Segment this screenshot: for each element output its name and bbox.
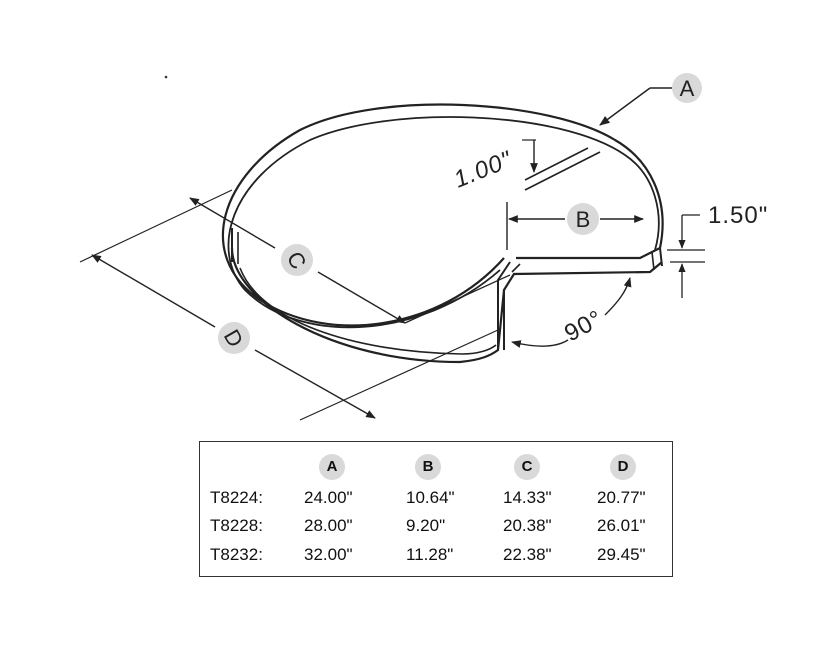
badge-c <box>281 244 313 276</box>
header-badge-a: A <box>319 454 345 480</box>
value-b-cell: 11.28" <box>406 545 454 564</box>
value-d-cell: 26.01" <box>597 516 646 535</box>
tray-shape <box>221 103 664 364</box>
model-cell: T8228: <box>210 516 263 535</box>
dimension-d: D <box>79 189 499 421</box>
speck <box>164 75 168 79</box>
value-a-cell: 28.00" <box>304 516 353 535</box>
value-a-cell: 24.00" <box>304 488 353 507</box>
value-c-cell: 22.38" <box>503 545 552 564</box>
badge-a-label: A <box>680 76 695 101</box>
badge-b-label: B <box>576 207 591 232</box>
badge-d <box>218 322 250 354</box>
value-d-cell: 20.77" <box>597 488 646 507</box>
table-header: A B C D <box>200 454 672 480</box>
header-badge-d: D <box>610 454 636 480</box>
dimension-c: C <box>189 197 511 324</box>
dimension-angle: 90° <box>511 277 632 348</box>
value-b-cell: 9.20" <box>406 516 446 535</box>
spec-table: A B C D T8224: 24.00" 10.64" 14.33" 20.7… <box>199 441 673 577</box>
dimension-a: A <box>599 73 702 126</box>
value-a-cell: 32.00" <box>304 545 353 564</box>
value-d-cell: 29.45" <box>597 545 646 564</box>
dimension-lip-height: 1.00" <box>450 139 601 194</box>
model-cell: T8224: <box>210 488 263 507</box>
table-row: T8232: 32.00" 11.28" 22.38" 29.45" <box>200 542 672 568</box>
badge-b <box>567 203 599 235</box>
table-row: T8224: 24.00" 10.64" 14.33" 20.77" <box>200 485 672 511</box>
value-b-cell: 10.64" <box>406 488 455 507</box>
header-badge-b: B <box>415 454 441 480</box>
value-c-cell: 20.38" <box>503 516 552 535</box>
badge-a <box>672 73 702 103</box>
dimension-b: B <box>506 202 644 250</box>
model-cell: T8232: <box>210 545 263 564</box>
value-c-cell: 14.33" <box>503 488 552 507</box>
dimension-rim-height: 1.50" <box>667 202 768 298</box>
lip-height-label: 1.00" <box>450 146 516 194</box>
lazy-susan-diagram: A 1.00" B 1.50" C D <box>79 73 768 421</box>
rim-height-label: 1.50" <box>708 202 768 229</box>
table-row: T8228: 28.00" 9.20" 20.38" 26.01" <box>200 513 672 539</box>
header-badge-c: C <box>514 454 540 480</box>
